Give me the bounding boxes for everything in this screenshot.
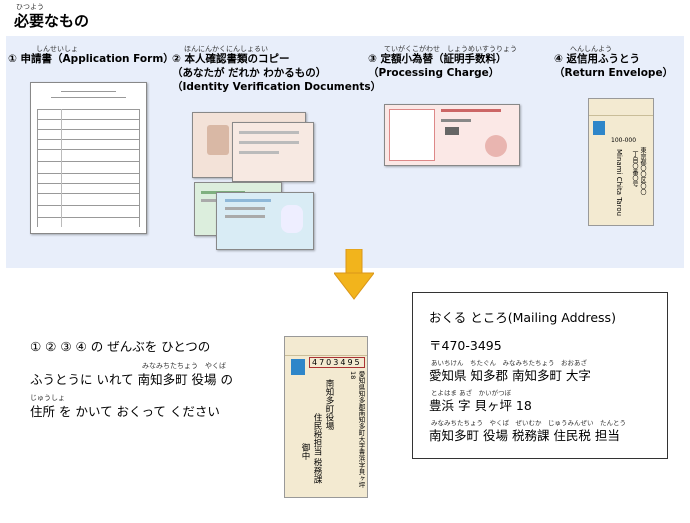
stamp-icon [593, 121, 605, 135]
mailing-heading: おくる ところ(Mailing Address) [429, 310, 616, 325]
instruction-line3-ruby: じゅうしょ [30, 394, 65, 402]
required-items-panel: しんせいしょ ① 申請書（Application Form） ほんにんかくにんし… [6, 36, 684, 268]
item3-label-line2: （Processing Charge） [368, 67, 500, 79]
mailing-line1-ruby: あいちけん ちたぐん みなみちたちょう おおあざ [431, 359, 587, 367]
page-title-ruby: ひつよう [16, 3, 44, 11]
my-number-card-image [216, 192, 314, 250]
mailing-envelope-image: 4703495 愛知県知多郡南知多町大字豊浜字貝ヶ坪18 南知多町役場 住民税担… [284, 336, 368, 498]
small-envelope-addr1: 東京都〇〇区〇〇 [639, 147, 646, 195]
mailing-postal: 〒470-3495 [429, 338, 502, 353]
mailing-line2-ruby: とよはま あざ かいがつぼ [431, 389, 512, 397]
item3-label-line1: ③ 定額小為替（証明手数料） [368, 53, 507, 65]
big-envelope-addr3: 住民税担当 税務課 [312, 413, 322, 484]
item2-label-line3: （Identity Verification Documents） [172, 81, 382, 93]
small-envelope-name: Minami Chita Tarou [615, 149, 623, 217]
envelope-stamp-icon [291, 359, 305, 375]
mailing-line3: 南知多町 役場 税務課 住民税 担当 [429, 428, 620, 443]
instruction-line2: ふうとうに いれて 南知多町 役場 の [30, 372, 234, 387]
item2-ruby: ほんにんかくにんしょるい [184, 45, 268, 53]
item4-label-line1: ④ 返信用ふうとう [554, 53, 641, 65]
item2-label-line2: （あなたが だれか わかるもの） [172, 67, 327, 79]
down-arrow-icon [334, 249, 374, 300]
big-envelope-postal: 4703495 [309, 357, 365, 368]
mailing-line1: 愛知県 知多郡 南知多町 大字 [429, 368, 591, 383]
item3-ruby: ていがくこがわせ しょうめいすうりょう [384, 45, 517, 53]
mailing-line3-ruby: みなみちたちょう やくば ぜいむか じゅうみんぜい たんとう [431, 419, 626, 427]
mailing-address-box: おくる ところ(Mailing Address) 〒470-3495 あいちけん… [412, 292, 668, 459]
page-title: 必要なもの [14, 12, 90, 30]
item4-label-line2: （Return Envelope） [554, 67, 674, 79]
instruction-line1: ① ② ③ ④ の ぜんぶを ひとつの [30, 339, 211, 354]
small-envelope-addr2: 丁目〇番〇号 [631, 151, 638, 187]
big-envelope-addr2: 南知多町役場 [324, 379, 334, 430]
big-envelope-addr4: 御中 [300, 443, 310, 460]
application-form-image [30, 82, 147, 234]
item1-label: ① 申請書（Application Form） [8, 53, 174, 65]
instruction-line2-ruby: みなみちたちょう やくば [142, 362, 226, 370]
small-envelope-postal: 100-000 [611, 137, 637, 144]
postal-money-order-image [384, 104, 520, 166]
mailing-line2: 豊浜 字 貝ヶ坪 18 [429, 398, 532, 413]
item1-ruby: しんせいしょ [36, 45, 78, 53]
big-envelope-addr1: 愛知県知多郡南知多町大字豊浜字貝ヶ坪18 [349, 371, 365, 488]
return-envelope-image: 100-000 東京都〇〇区〇〇 丁目〇番〇号 Minami Chita Tar… [588, 98, 654, 226]
instruction-line3: 住所 を かいて おくって ください [30, 404, 220, 419]
item4-ruby: へんしんよう [570, 45, 612, 53]
id-card-image-2 [232, 122, 314, 182]
item2-label-line1: ② 本人確認書類のコピー [172, 53, 290, 65]
